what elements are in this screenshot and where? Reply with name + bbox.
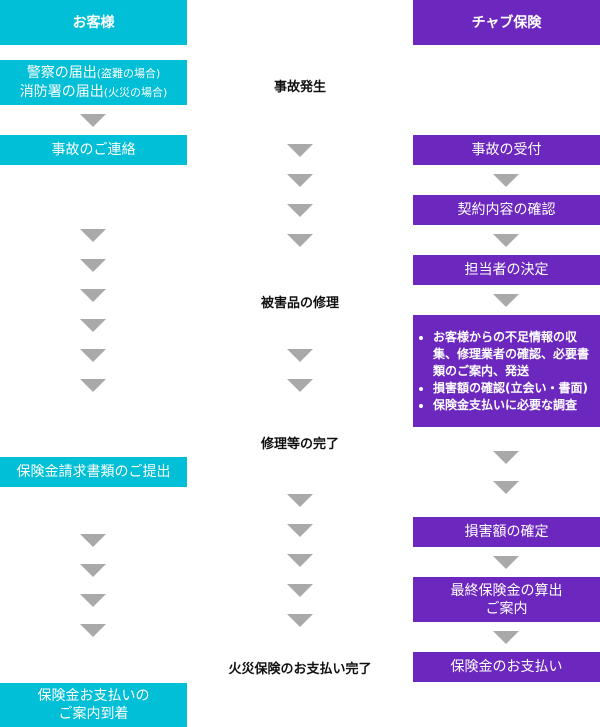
payment-complete: 火災保険のお支払い完了 [228, 662, 372, 677]
down-arrow-icon [287, 379, 313, 392]
down-arrow-icon [287, 614, 313, 627]
damage-confirmed: 損害額の確定 [413, 517, 600, 547]
task-item: 保険金支払いに必要な調査 [433, 397, 600, 414]
payment-notice: 保険金お支払いの ご案内到着 [0, 683, 187, 727]
down-arrow-icon [493, 294, 519, 307]
down-arrow-icon [493, 234, 519, 247]
task-item: 損害額の確認(立会い・書面) [433, 380, 600, 397]
down-arrow-icon [287, 174, 313, 187]
insurance-payment: 保険金のお支払い [413, 652, 600, 682]
down-arrow-icon [287, 234, 313, 247]
final-calculation: 最終保険金の算出 ご案内 [413, 577, 600, 622]
assign-handler: 担当者の決定 [413, 255, 600, 285]
down-arrow-icon [287, 204, 313, 217]
accident-contact: 事故のご連絡 [0, 135, 187, 165]
down-arrow-icon [493, 451, 519, 464]
payment-notice-line2: ご案内到着 [58, 706, 129, 722]
down-arrow-icon [287, 524, 313, 537]
final-calc-line2: ご案内 [485, 600, 528, 617]
repair-step: 被害品の修理 [260, 296, 339, 311]
down-arrow-icon [287, 494, 313, 507]
claim-documents: 保険金請求書類のご提出 [0, 457, 187, 487]
task-item: お客様からの不足情報の収集、修理業者の確認、必要書類のご案内、発送 [433, 329, 600, 380]
police-report-label: 警察の届出 [26, 64, 97, 81]
down-arrow-icon [80, 114, 106, 127]
fire-note: (火災の場合) [103, 85, 168, 99]
down-arrow-icon [80, 594, 106, 607]
down-arrow-icon [493, 174, 519, 187]
down-arrow-icon [80, 349, 106, 362]
accident-receipt: 事故の受付 [413, 135, 600, 165]
down-arrow-icon [80, 229, 106, 242]
fire-report-label: 消防署の届出 [19, 83, 104, 100]
down-arrow-icon [80, 379, 106, 392]
down-arrow-icon [80, 319, 106, 332]
down-arrow-icon [80, 289, 106, 302]
down-arrow-icon [80, 534, 106, 547]
down-arrow-icon [493, 631, 519, 644]
final-calc-line1: 最終保険金の算出 [450, 582, 563, 599]
repair-complete: 修理等の完了 [260, 437, 339, 452]
down-arrow-icon [287, 554, 313, 567]
contract-check: 契約内容の確認 [413, 195, 600, 225]
down-arrow-icon [287, 584, 313, 597]
police-fire-report: 警察の届出(盗難の場合) 消防署の届出(火災の場合) [0, 60, 187, 105]
customer-header: お客様 [0, 0, 187, 45]
down-arrow-icon [493, 481, 519, 494]
accident-occurs: 事故発生 [273, 80, 326, 95]
down-arrow-icon [493, 556, 519, 569]
down-arrow-icon [287, 349, 313, 362]
down-arrow-icon [80, 624, 106, 637]
down-arrow-icon [80, 564, 106, 577]
investigation-tasks: お客様からの不足情報の収集、修理業者の確認、必要書類のご案内、発送 損害額の確認… [413, 315, 600, 427]
payment-notice-line1: 保険金お支払いの [37, 688, 150, 704]
down-arrow-icon [80, 259, 106, 272]
theft-note: (盗難の場合) [96, 66, 161, 80]
down-arrow-icon [287, 144, 313, 157]
chubb-header: チャブ保険 [413, 0, 600, 45]
